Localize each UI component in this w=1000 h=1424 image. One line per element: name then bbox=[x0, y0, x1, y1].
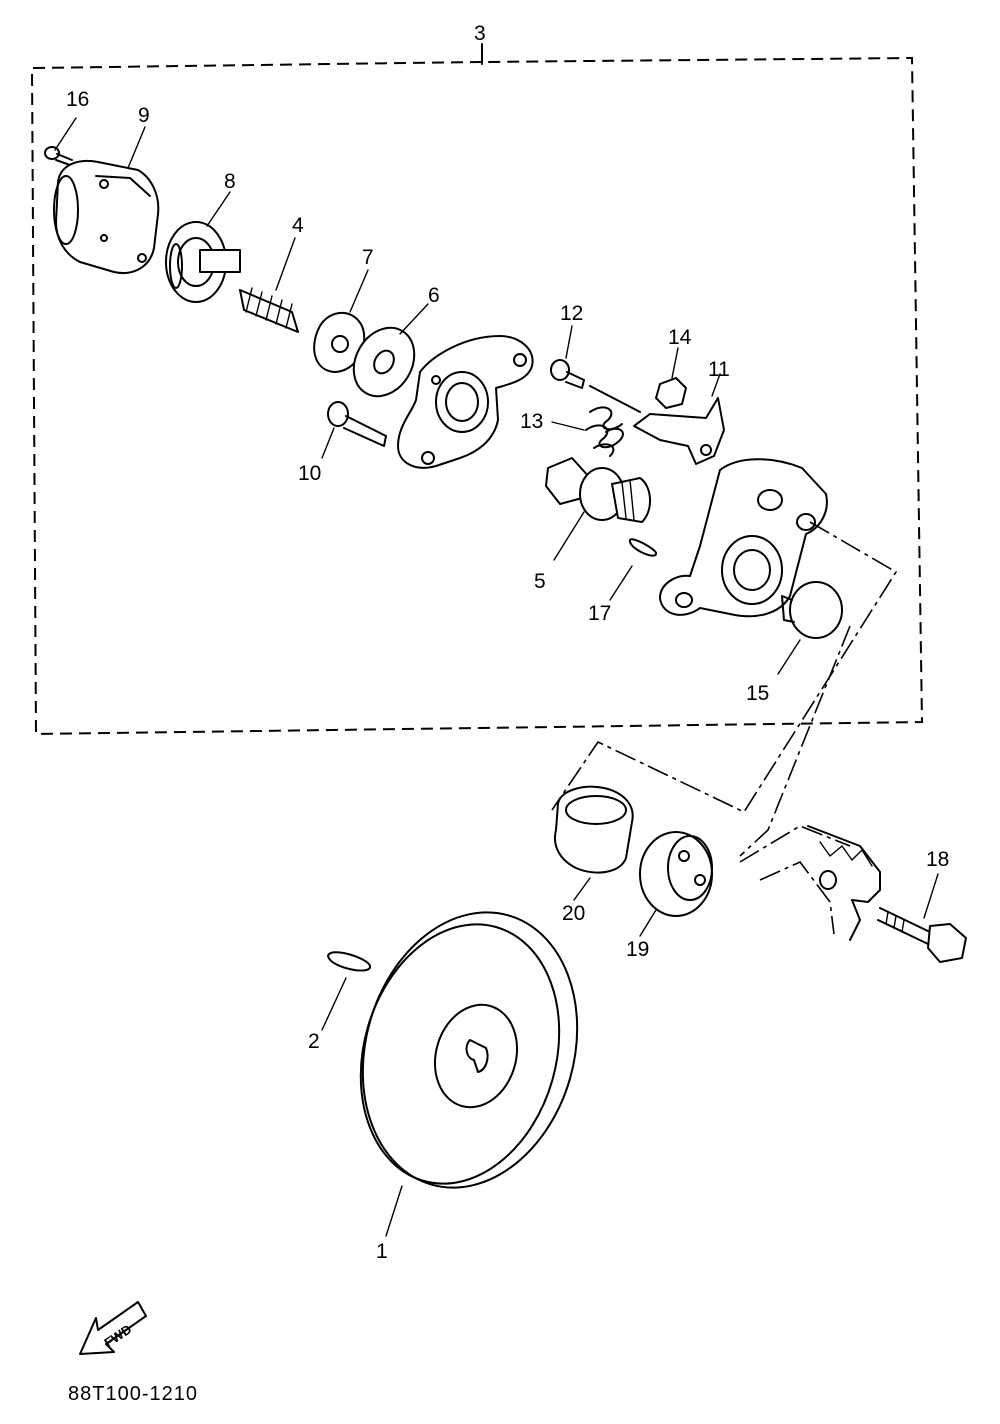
callout-2: 2 bbox=[308, 1030, 320, 1053]
callout-20: 20 bbox=[562, 902, 585, 925]
callout-15: 15 bbox=[746, 682, 769, 705]
main-housing bbox=[659, 458, 828, 618]
part-19-seal bbox=[639, 831, 713, 937]
part-4-worm-shaft bbox=[239, 237, 299, 333]
part-17-pin bbox=[609, 538, 658, 601]
part-18-bolt bbox=[877, 873, 967, 963]
part-6-washer bbox=[352, 303, 429, 398]
part-11-bracket bbox=[633, 373, 725, 465]
housing-flange bbox=[397, 335, 534, 469]
callout-17: 17 bbox=[588, 602, 611, 625]
callout-labels: 1 2 3 4 5 6 7 8 9 10 11 12 13 14 15 16 1… bbox=[66, 22, 949, 1263]
part-13-spring bbox=[551, 406, 624, 457]
part-8-gear bbox=[165, 191, 241, 303]
callout-11: 11 bbox=[708, 358, 730, 381]
callout-14: 14 bbox=[668, 326, 692, 349]
callout-19: 19 bbox=[626, 938, 649, 961]
callout-5: 5 bbox=[534, 570, 546, 593]
callout-6: 6 bbox=[428, 284, 440, 307]
part-14-cap bbox=[655, 347, 687, 409]
callout-1: 1 bbox=[376, 1240, 388, 1263]
crankcase-section bbox=[739, 825, 881, 941]
assembly-3-boundary bbox=[30, 43, 924, 736]
callout-12: 12 bbox=[560, 302, 583, 325]
callout-13: 13 bbox=[520, 410, 543, 433]
part-16-screw bbox=[44, 117, 77, 166]
callout-18: 18 bbox=[926, 848, 949, 871]
drawing-code: 88T100-1210 bbox=[68, 1383, 198, 1405]
callout-7: 7 bbox=[362, 246, 374, 269]
callout-3: 3 bbox=[474, 22, 486, 45]
part-1-disc bbox=[359, 911, 579, 1237]
part-9-cover bbox=[53, 126, 160, 274]
callout-4: 4 bbox=[292, 214, 304, 237]
fwd-direction-arrow: FWD bbox=[79, 1301, 147, 1355]
callout-9: 9 bbox=[138, 104, 150, 127]
connection-chain-lines bbox=[551, 521, 898, 857]
part-5-pinion bbox=[545, 457, 651, 561]
callout-16: 16 bbox=[66, 88, 89, 111]
part-15-plug bbox=[777, 581, 843, 675]
callout-8: 8 bbox=[224, 170, 236, 193]
part-10-bolt bbox=[321, 401, 387, 459]
part-2-key bbox=[321, 951, 371, 1031]
part-12-bolt bbox=[550, 325, 641, 413]
callout-10: 10 bbox=[298, 462, 321, 485]
part-20-seal bbox=[554, 785, 634, 901]
